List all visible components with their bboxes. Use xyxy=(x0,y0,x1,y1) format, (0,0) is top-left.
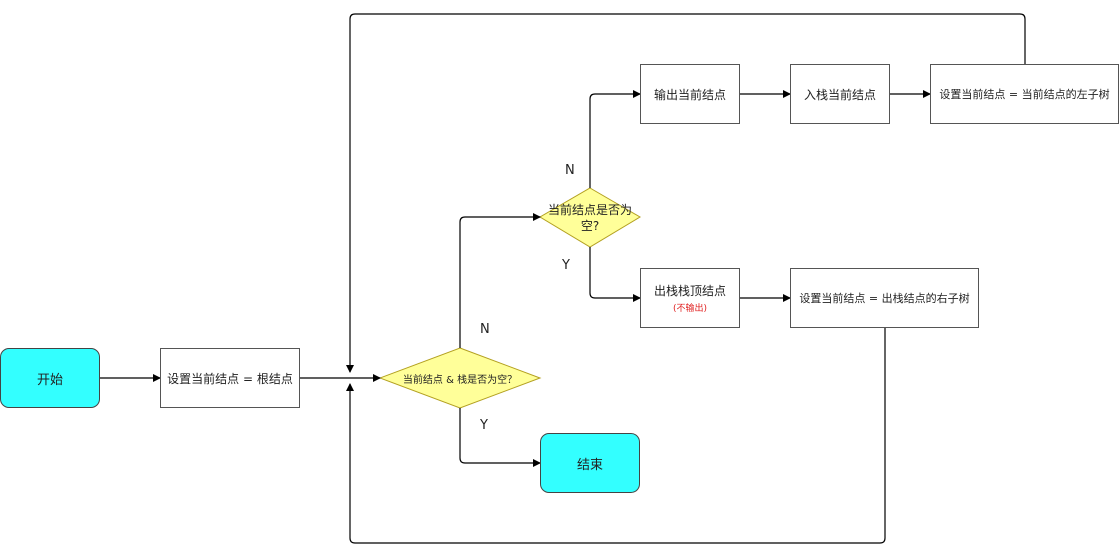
set-right-subtree-box[interactable]: 设置当前结点 = 出栈结点的右子树 xyxy=(790,268,979,328)
pop-stack-top-box[interactable]: 出栈栈顶结点 (不输出) xyxy=(640,268,740,328)
loop-yes-label: Y xyxy=(480,418,488,433)
end-node[interactable]: 结束 xyxy=(540,433,640,493)
start-node[interactable]: 开始 xyxy=(0,348,100,408)
null-no-label: N xyxy=(565,163,575,178)
set-left-subtree-box[interactable]: 设置当前结点 = 当前结点的左子树 xyxy=(930,64,1119,124)
null-yes-label: Y xyxy=(562,258,570,273)
loop-condition-label: 当前结点 & 栈是否为空？ xyxy=(402,374,518,386)
edge-set-right-loop-back xyxy=(346,328,886,544)
edge-loop-no-to-null-check xyxy=(459,213,541,348)
no-output-note: (不输出) xyxy=(672,304,708,314)
edge-set-left-loop-back xyxy=(346,13,1026,373)
push-current-node-box[interactable]: 入栈当前结点 xyxy=(790,64,890,124)
edge-null-no-to-output xyxy=(589,90,641,188)
edge-null-yes-to-pop xyxy=(589,247,641,302)
pop-stack-top-label: 出栈栈顶结点 xyxy=(653,284,726,298)
output-current-node-box[interactable]: 输出当前结点 xyxy=(640,64,740,124)
null-check-label: 当前结点是否为空? xyxy=(547,203,632,233)
init-current-node-box[interactable]: 设置当前结点 = 根结点 xyxy=(160,348,300,408)
edge-loop-yes-to-end xyxy=(459,408,541,467)
loop-no-label: N xyxy=(480,322,490,337)
